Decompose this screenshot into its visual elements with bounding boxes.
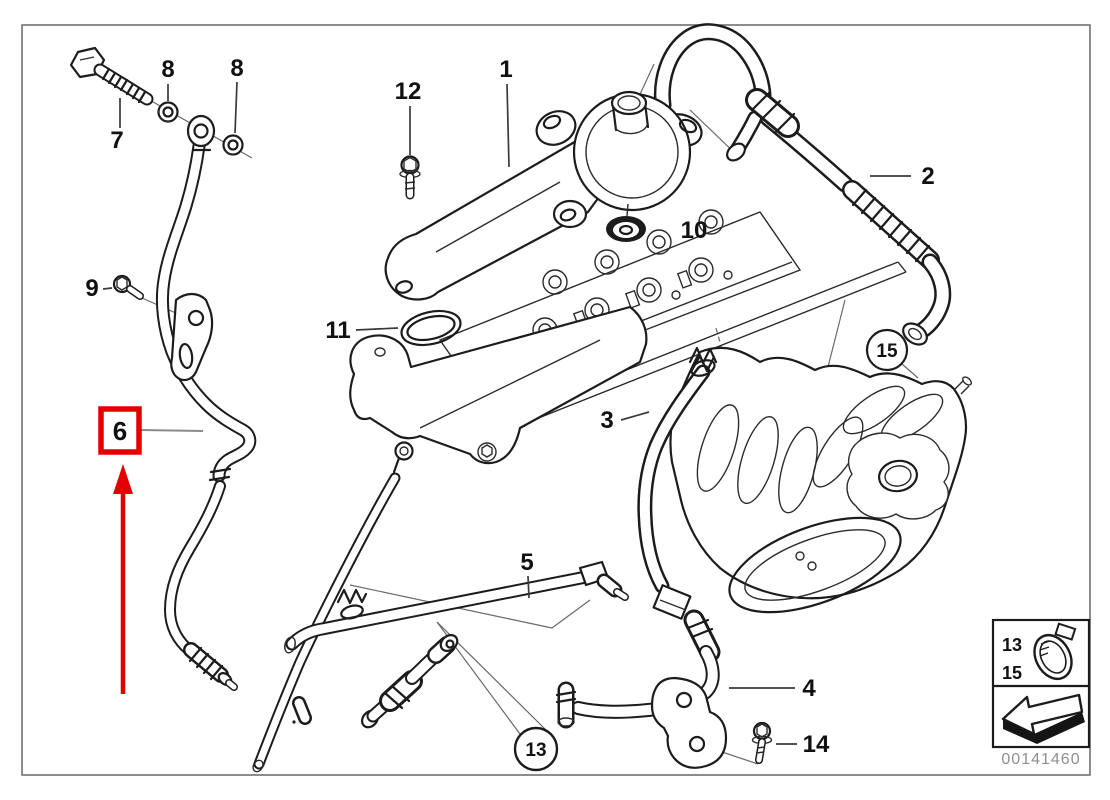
legend-label-13: 13 — [1002, 635, 1022, 655]
leader-lines — [102, 81, 919, 745]
washer-8a-drawing — [157, 101, 179, 123]
hose-bracket — [650, 676, 728, 769]
callout-8b[interactable]: 8 — [230, 55, 243, 82]
callout-4[interactable]: 4 — [802, 675, 816, 702]
circled-callout-13[interactable]: 13 — [513, 726, 559, 772]
circled-callout-15[interactable]: 15 — [865, 328, 909, 372]
direction-arrow-icon — [1001, 693, 1085, 744]
callout-8a[interactable]: 8 — [161, 56, 174, 83]
callout-14[interactable]: 14 — [803, 731, 830, 758]
image-part-number: 00141460 — [1001, 751, 1080, 768]
up-arrow-annotation-icon — [113, 464, 133, 694]
seal-grommet-drawing — [606, 203, 646, 242]
throttle-flange — [846, 432, 950, 520]
callout-2[interactable]: 2 — [921, 163, 934, 190]
breather-tube-5-drawing — [284, 560, 629, 654]
callout-3[interactable]: 3 — [600, 407, 613, 434]
callout-13[interactable]: 13 — [525, 740, 546, 761]
o-ring-drawing — [400, 309, 462, 347]
highlight-box[interactable] — [98, 406, 142, 455]
hose-clamp-icon — [1033, 622, 1077, 681]
bolt-14-drawing — [751, 721, 773, 764]
screw-9-drawing — [112, 274, 144, 300]
intake-manifold-drawing — [669, 346, 972, 614]
highlight-annotation: 6 — [98, 406, 204, 694]
legend-label-15: 15 — [1002, 663, 1022, 683]
callout-1[interactable]: 1 — [499, 56, 512, 83]
vent-hose-3-drawing — [637, 346, 718, 594]
callout-11[interactable]: 11 — [325, 317, 350, 344]
callout-7[interactable]: 7 — [110, 127, 123, 154]
callout-6[interactable]: 6 — [113, 416, 127, 446]
callout-12[interactable]: 12 — [395, 78, 422, 105]
banjo-bolt-7-drawing — [69, 46, 154, 106]
corrugation — [851, 188, 931, 263]
vent-hose-2-drawing — [653, 23, 952, 346]
washer-8b-drawing — [222, 134, 244, 156]
callout-labels: 7 8 8 9 12 1 11 10 2 3 5 4 14 — [85, 55, 934, 758]
vent-hose-4-drawing — [555, 584, 728, 769]
callout-9[interactable]: 9 — [85, 275, 98, 302]
bolt-12-drawing — [399, 155, 421, 200]
spring-clamp — [688, 346, 718, 377]
legend-box: 13 15 — [991, 618, 1091, 749]
cylinder-head-cover-drawing — [349, 305, 648, 465]
callout-10[interactable]: 10 — [681, 217, 708, 244]
injector-drawing — [361, 634, 459, 729]
tube-spring-clamp — [336, 588, 368, 620]
callout-5[interactable]: 5 — [520, 549, 533, 576]
vent-cover-drawing — [384, 90, 703, 301]
dipstick-tube-drawing — [252, 441, 414, 773]
callout-15[interactable]: 15 — [876, 341, 898, 362]
vent-pipe-6-drawing — [155, 114, 257, 691]
manifold-runners — [696, 385, 944, 514]
